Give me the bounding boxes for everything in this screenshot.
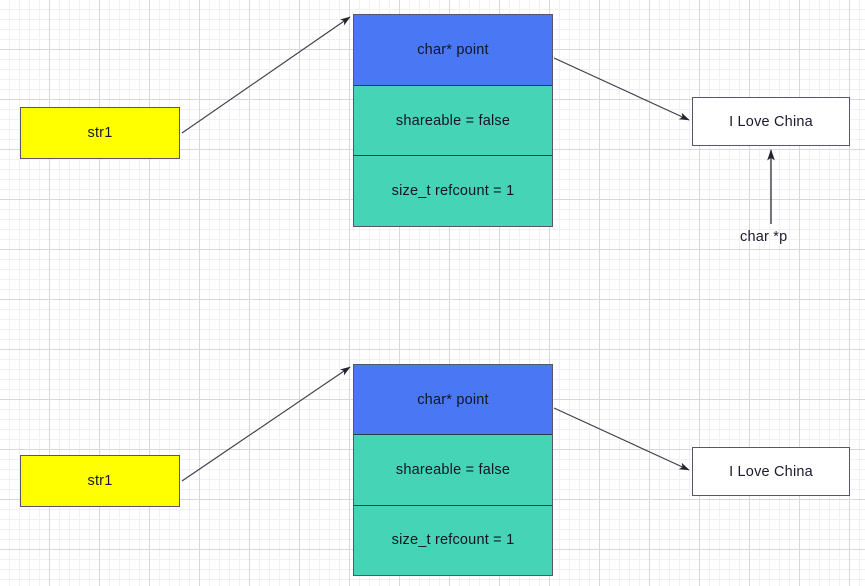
var-box-str1-top[interactable]: str1 — [20, 107, 180, 159]
edge-struct-to-buffer-top — [553, 57, 690, 121]
buffer-box-bottom[interactable]: I Love China — [692, 447, 850, 496]
struct-box-top[interactable]: char* point shareable = false size_t ref… — [353, 14, 553, 227]
buffer-box-top[interactable]: I Love China — [692, 97, 850, 146]
edge-str1-to-struct-top — [181, 16, 351, 134]
struct-row-refcount-bottom[interactable]: size_t refcount = 1 — [354, 504, 552, 575]
struct-row-label: char* point — [417, 391, 489, 408]
struct-row-label: size_t refcount = 1 — [391, 183, 515, 200]
var-box-label: str1 — [87, 125, 113, 141]
struct-row-refcount-top[interactable]: size_t refcount = 1 — [354, 155, 552, 227]
struct-row-shareable-bottom[interactable]: shareable = false — [354, 434, 552, 505]
struct-row-label: shareable = false — [395, 112, 511, 129]
struct-row-label: size_t refcount = 1 — [391, 532, 515, 549]
var-box-label: str1 — [87, 473, 113, 489]
struct-row-label: char* point — [417, 41, 489, 58]
struct-row-pointer-bottom[interactable]: char* point — [354, 365, 552, 435]
pointer-label-text: char *p — [740, 229, 788, 245]
pointer-label-charp: char *p — [740, 229, 787, 245]
buffer-box-label: I Love China — [729, 113, 813, 130]
edge-str1-to-struct-bottom — [181, 366, 351, 482]
struct-row-label: shareable = false — [395, 461, 511, 478]
struct-box-bottom[interactable]: char* point shareable = false size_t ref… — [353, 364, 553, 576]
struct-row-shareable-top[interactable]: shareable = false — [354, 84, 552, 156]
edge-struct-to-buffer-bottom — [553, 407, 690, 471]
var-box-str1-bottom[interactable]: str1 — [20, 455, 180, 507]
buffer-box-label: I Love China — [729, 463, 813, 480]
struct-row-pointer-top[interactable]: char* point — [354, 15, 552, 85]
